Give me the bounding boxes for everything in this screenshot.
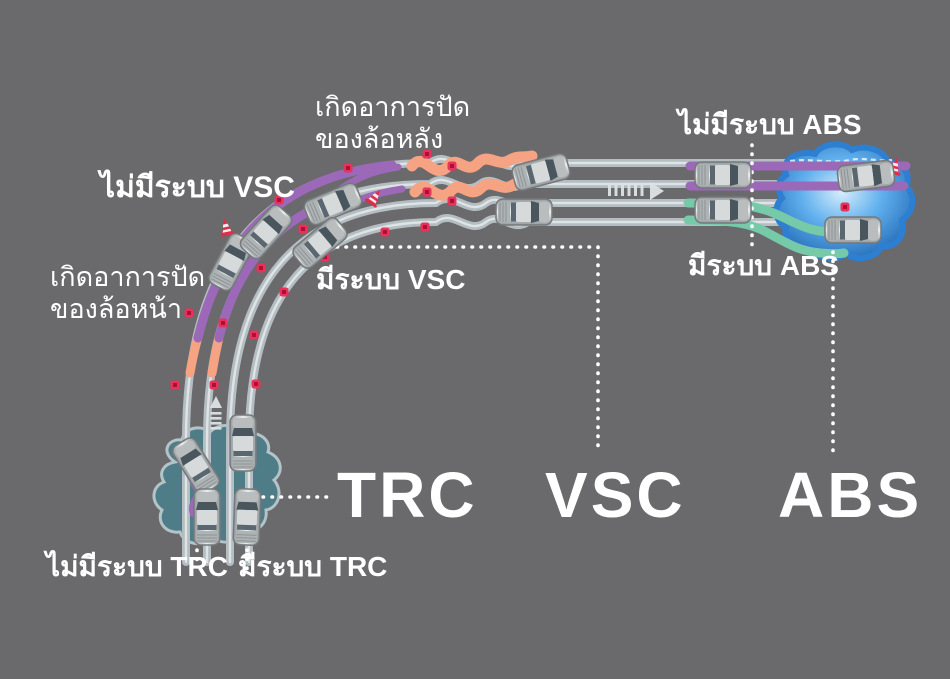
label-with-abs: มีระบบ ABS — [688, 250, 839, 281]
callout-lines — [195, 143, 835, 574]
label-rear-wheel-slip: เกิดอาการปัด ของล้อหลัง — [315, 92, 471, 154]
system-title-vsc: VSC — [545, 459, 686, 531]
car-with-trc — [232, 487, 262, 547]
car-with-abs-approach — [694, 196, 752, 224]
car-with-trc-top — [229, 414, 257, 472]
vsc-callout-line — [335, 245, 600, 454]
car-with-abs-stop — [824, 216, 882, 244]
label-no-vsc: ไม่มีระบบ VSC — [100, 171, 295, 204]
car-straight — [495, 198, 553, 226]
direction-arrow-right-icon — [608, 182, 664, 200]
label-with-trc: มีระบบ TRC — [238, 551, 388, 582]
system-title-abs: ABS — [778, 459, 923, 531]
label-no-abs: ไม่มีระบบ ABS — [678, 109, 862, 140]
car-no-abs-approach — [694, 161, 752, 189]
system-title-trc: TRC — [337, 459, 478, 531]
puddle-ripples — [787, 157, 893, 189]
label-front-wheel-slip: เกิดอาการปัด ของล้อหน้า — [50, 262, 206, 324]
label-with-vsc: มีระบบ VSC — [316, 264, 466, 295]
car-no-trc — [193, 488, 221, 546]
label-no-trc: ไม่มีระบบ TRC — [46, 551, 228, 582]
direction-arrow-up-icon — [210, 396, 222, 430]
